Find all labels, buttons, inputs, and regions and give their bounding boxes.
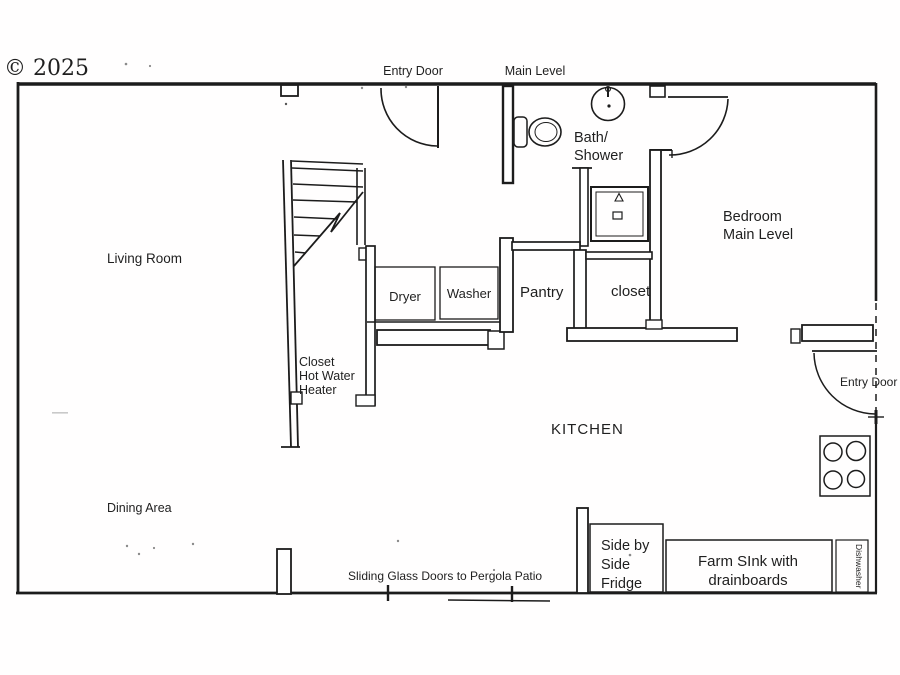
stair-rail-notch [290,391,303,405]
sliding-door-offset [447,599,551,602]
laundry-area [355,237,514,407]
right-door-swing-arc [813,352,876,415]
stair-break-line [293,191,364,267]
wall-laundry-bottom [376,329,491,346]
wall-pantry-right [573,249,587,333]
bedroom-door [649,85,729,156]
shower-icon [590,186,649,242]
label-kitchen: KITCHEN [551,421,624,438]
pantry-closet-walls [511,241,738,342]
wall-closet-top [585,251,653,260]
kitchen-counters [276,507,869,602]
label-hwh-3: Heater [299,383,337,397]
label-dishwasher: Dishwasher [854,544,864,589]
label-main-level-top: Main Level [505,64,565,78]
labels: Entry Door Main Level Bath/ Shower Bedro… [107,64,897,592]
wall-laundry-right [499,237,514,333]
label-fridge-3: Fridge [601,576,642,592]
washer-box [439,266,499,320]
label-bath-2: Shower [574,148,623,164]
wall-fridge-left [576,507,589,594]
label-bedroom-2: Main Level [723,227,793,243]
kitchen-right [790,324,884,497]
stair-treads [291,160,364,254]
wall-laundry-left-hook [355,394,376,407]
outer-walls [16,82,878,595]
label-sliding-doors: Sliding Glass Doors to Pergola Patio [348,569,542,583]
wall-kitchen-bracket [790,328,801,344]
wall-laundry-left [365,245,376,406]
top-entry-door [380,86,439,148]
wall-kitchen-bar [801,324,874,342]
toilet-icon [513,116,562,148]
label-fridge-2: Side [601,557,630,573]
label-dryer: Dryer [389,289,421,304]
wall-bottom-tab [487,330,505,350]
door-swing-arc [668,98,729,156]
wall-stair-top-tab [280,84,299,97]
sink-icon [590,85,626,122]
wall-closet-bottom-bump [645,319,663,330]
door-jamb [649,85,666,98]
door-swing-arc [380,87,438,147]
wall-bath-right [649,149,662,332]
dishwasher-box [835,539,869,593]
copyright-watermark: © 2025 [4,56,89,81]
staircase [280,84,366,448]
stove-icon [819,435,871,497]
label-entry-door-right: Entry Door [840,375,897,389]
label-sink-2: drainboards [708,572,787,589]
print-specks [52,62,632,572]
wall-toilet [501,84,515,185]
label-closet: closet [611,283,651,300]
wall-closet-bottom [566,327,738,342]
label-entry-door-top: Entry Door [383,64,443,78]
label-pantry: Pantry [520,284,564,301]
label-washer: Washer [447,286,492,301]
label-fridge-1: Side by [601,538,650,554]
label-hwh-2: Hot Water [299,369,355,383]
wall-pantry-north [511,241,581,251]
label-living-room: Living Room [107,251,182,266]
fridge-box [589,523,664,593]
label-hwh-1: Closet [299,355,335,369]
label-sink-1: Farm SInk with [698,553,798,570]
farm-sink-box [665,539,833,593]
wall-dining-stub [276,548,292,595]
dryer-box [374,266,436,321]
label-bedroom-1: Bedroom [723,209,782,225]
label-bath-1: Bath/ [574,130,609,146]
wall-shower-left [579,167,589,247]
label-dining-area: Dining Area [107,501,172,515]
